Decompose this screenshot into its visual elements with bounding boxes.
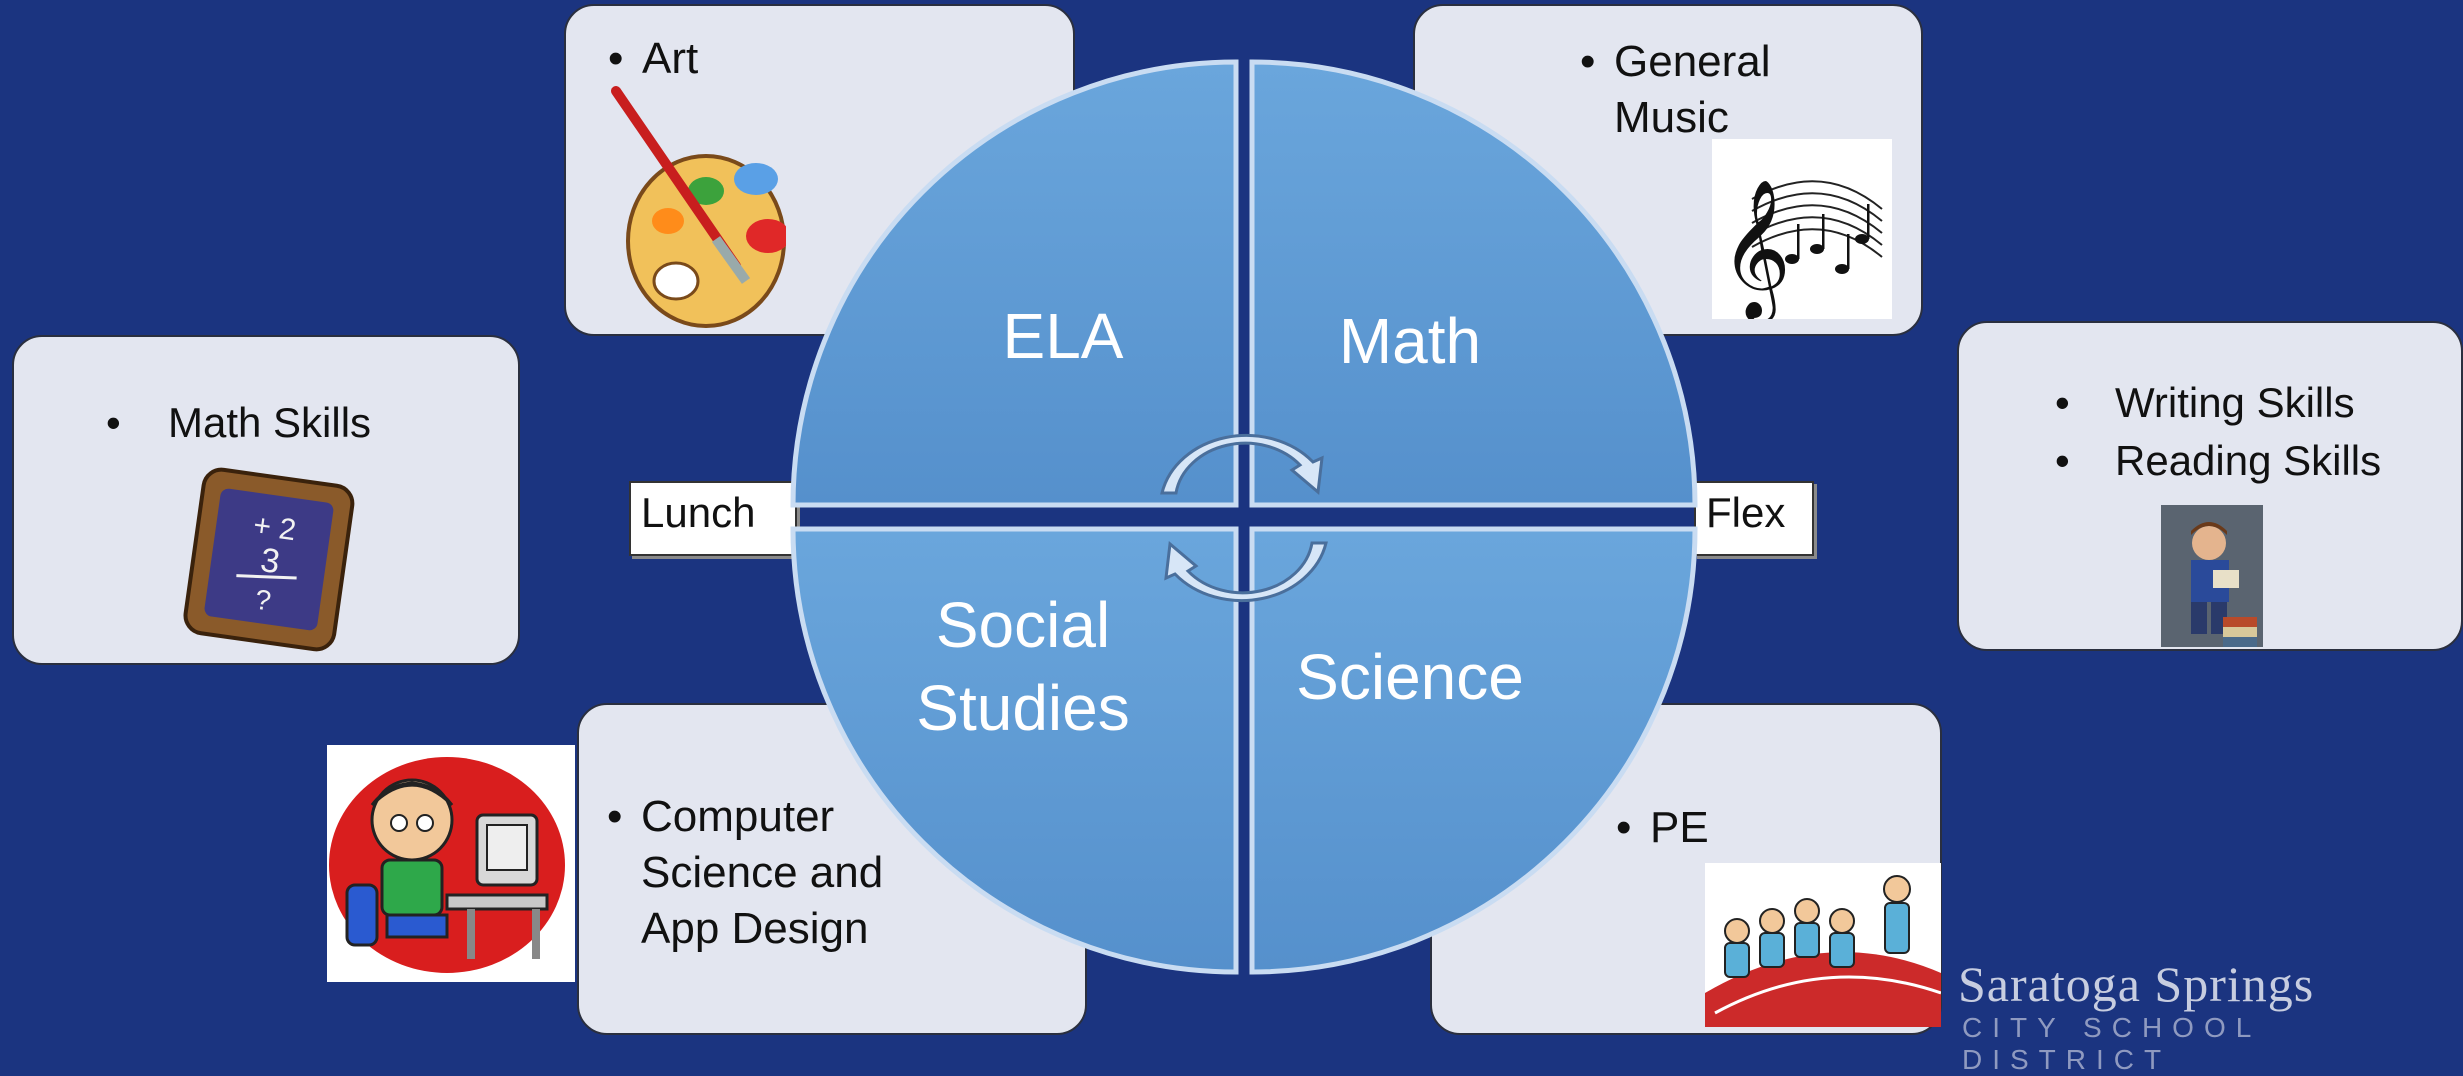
svg-text:𝄞: 𝄞 [1720, 181, 1791, 319]
social-studies-label-line2: Studies [916, 672, 1129, 744]
reading-skills-label: Reading Skills [2115, 437, 2382, 484]
ela-label: ELA [1003, 300, 1124, 372]
child-computer-icon [327, 745, 575, 982]
math-label: Math [1339, 305, 1481, 377]
reading-skills-item: • Reading Skills [2055, 437, 2382, 484]
chalkboard-line3: ? [253, 584, 273, 617]
chalkboard-icon: + 2 3 ? [183, 467, 355, 652]
ela-quadrant [790, 59, 1239, 508]
music-notes-icon: 𝄞 [1712, 139, 1892, 319]
computer-item: • Computer Science and App Design [607, 789, 883, 957]
math-skills-item: • Math Skills [106, 399, 372, 446]
chalkboard-line1: + 2 [251, 509, 298, 548]
subject-cycle-diagram: ELA Math Social Studies Science [790, 59, 1698, 975]
pe-label: PE [1650, 803, 1709, 852]
math-skills-card: • Math Skills + 2 3 ? [12, 335, 520, 665]
cycle-arrows-icon [1160, 433, 1328, 603]
art-label: Art [642, 34, 699, 83]
district-logo-subtitle: CITY SCHOOL DISTRICT [1962, 1012, 2261, 1075]
writing-skills-label: Writing Skills [2115, 379, 2355, 426]
math-skills-label: Math Skills [168, 399, 372, 446]
music-item: • General Music [1580, 34, 1771, 146]
writing-skills-item: • Writing Skills [2055, 379, 2355, 426]
flex-text: Flex [1706, 489, 1786, 536]
music-label-line1: General [1614, 37, 1771, 86]
social-studies-label-line1: Social [936, 589, 1110, 661]
lunch-text: Lunch [641, 489, 756, 536]
literacy-card: • Writing Skills • Reading Skills [1957, 321, 2463, 651]
district-logo-name: Saratoga Springs [1958, 956, 2315, 1012]
pe-running-kids-icon [1705, 863, 1941, 1027]
science-label: Science [1296, 641, 1524, 713]
music-label-line2: Music [1614, 93, 1729, 142]
social-studies-quadrant [790, 526, 1239, 975]
science-quadrant [1249, 526, 1698, 975]
math-quadrant [1249, 59, 1698, 508]
computer-label-line3: App Design [641, 904, 869, 953]
paint-palette-icon [611, 86, 786, 328]
reading-child-icon [2161, 505, 2263, 647]
computer-label-line2: Science and [641, 848, 884, 897]
pe-item: • PE [1616, 803, 1709, 852]
lunch-label: Lunch [629, 481, 797, 556]
computer-label-line1: Computer [641, 792, 835, 841]
art-item: • Art [608, 34, 699, 83]
flex-label: Flex [1694, 481, 1814, 556]
